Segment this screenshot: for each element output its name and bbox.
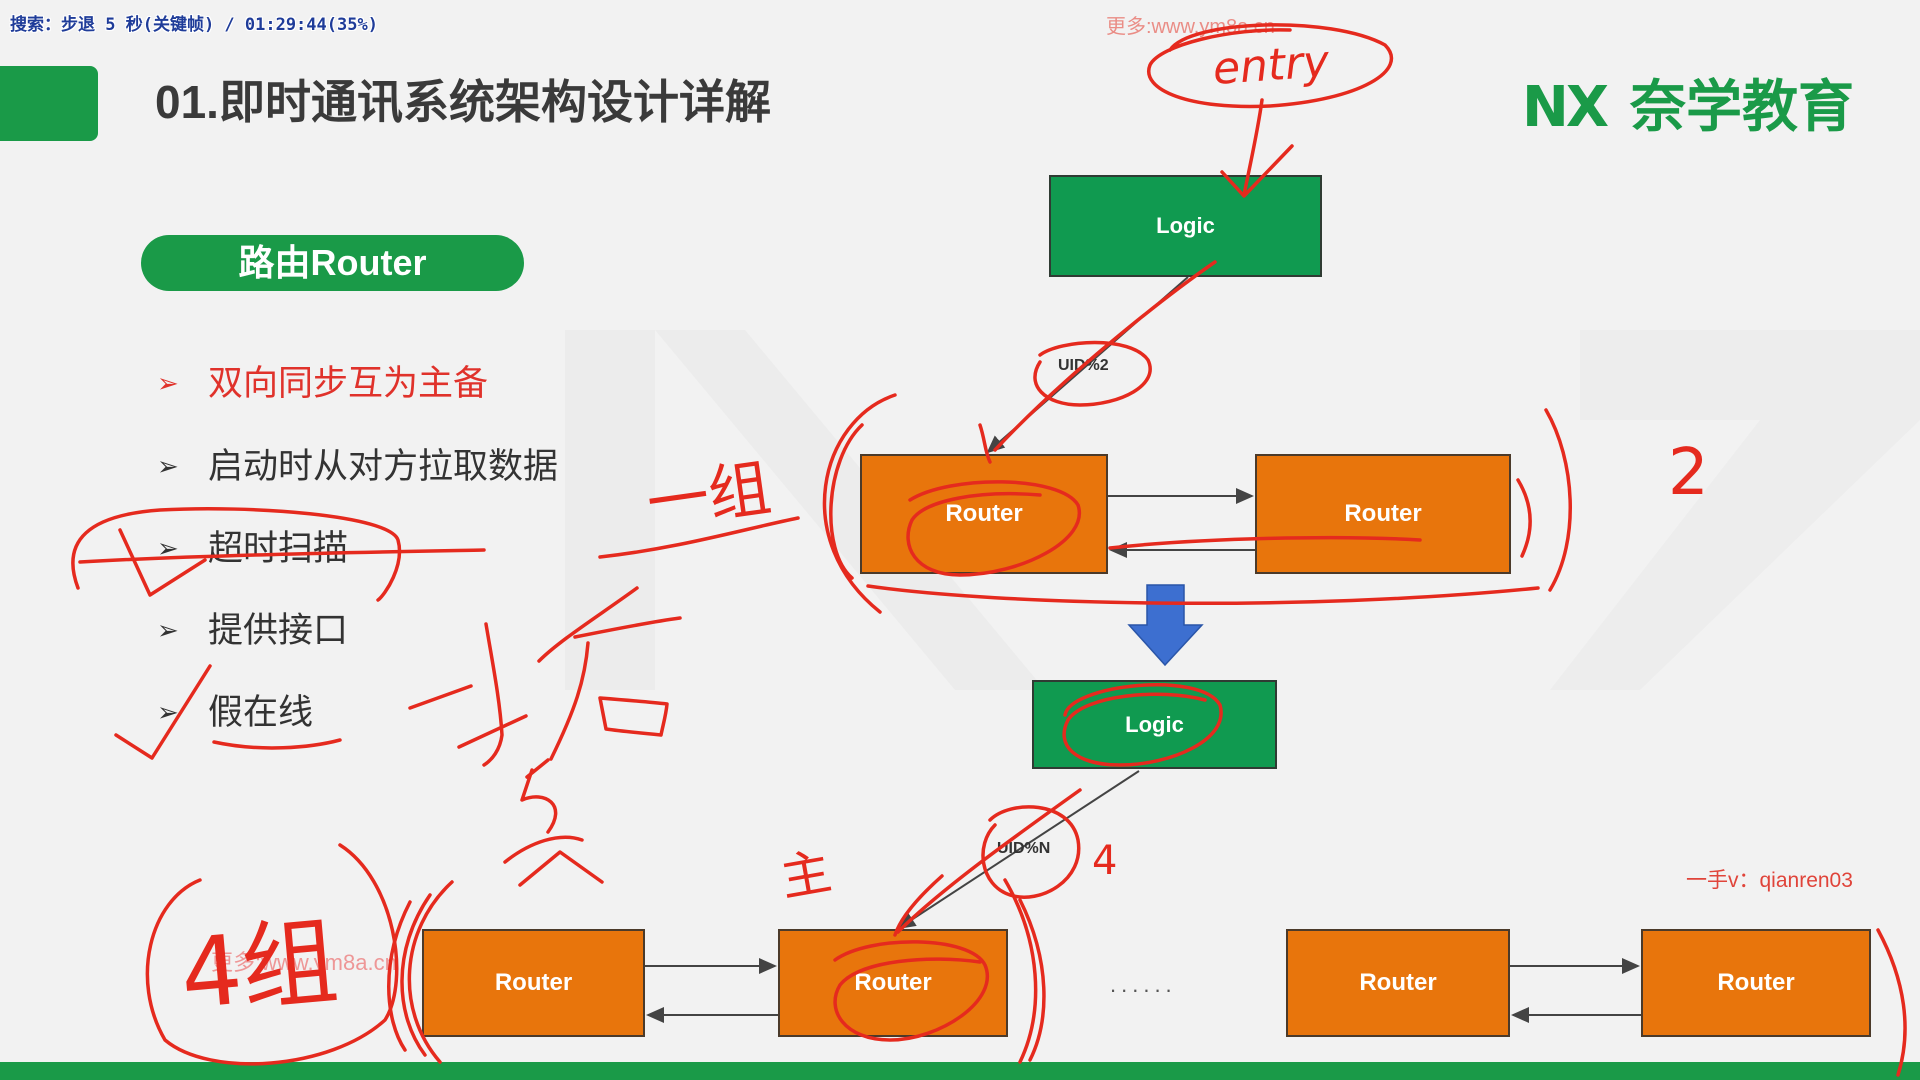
section-pill: 路由Router	[141, 235, 524, 291]
logic-node-bottom: Logic	[1032, 680, 1277, 769]
router-node: Router	[1255, 454, 1511, 574]
router-label: Router	[1717, 969, 1795, 996]
bullet-arrow-icon: ➢	[157, 452, 179, 482]
player-seek-status: 搜索：步退 5 秒(关键帧) / 01:29:44(35%)	[10, 15, 378, 35]
bullet-text: 提供接口	[208, 611, 349, 650]
bullet-text: 超时扫描	[208, 529, 349, 568]
logic-label: Logic	[1125, 711, 1184, 737]
router-node: Router	[422, 929, 645, 1037]
router-node: Router	[778, 929, 1008, 1037]
router-label: Router	[1359, 969, 1437, 996]
bullet-arrow-icon: ➢	[157, 698, 179, 728]
bullet-arrow-icon: ➢	[157, 534, 179, 564]
bullet-text: 双向同步互为主备	[208, 364, 489, 403]
router-label: Router	[945, 500, 1023, 527]
watermark-top: 更多:www.ym8a.cn	[1106, 16, 1275, 38]
logic-label: Logic	[1156, 213, 1215, 238]
logic-node-top: Logic	[1049, 175, 1322, 277]
bullet-arrow-icon: ➢	[157, 616, 179, 646]
router-label: Router	[1344, 500, 1422, 527]
contact-text: 一手v：qianren03	[1686, 869, 1853, 892]
router-node: Router	[1641, 929, 1871, 1037]
slide-title: 01.即时通讯系统架构设计详解	[155, 76, 771, 128]
title-accent-tab	[0, 66, 98, 141]
edge-label-uid-mod-2: UID%2	[1058, 357, 1109, 374]
router-ellipsis: ......	[1110, 972, 1177, 997]
bottom-green-band	[0, 1062, 1920, 1080]
logo-name: 奈学教育	[1630, 75, 1854, 138]
watermark-bottom: 更多:www.ym8a.cn	[211, 950, 397, 975]
router-node: Router	[860, 454, 1108, 574]
router-node: Router	[1286, 929, 1510, 1037]
bullet-arrow-icon: ➢	[157, 369, 179, 399]
router-label: Router	[854, 969, 932, 996]
router-label: Router	[494, 969, 573, 996]
bullet-text: 假在线	[208, 693, 314, 732]
brand-logo: NX 奈学教育	[1522, 75, 1854, 140]
bullet-text: 启动时从对方拉取数据	[208, 447, 559, 486]
edge-label-uid-mod-n: UID%N	[997, 840, 1051, 857]
logo-mark: NX	[1522, 75, 1609, 140]
